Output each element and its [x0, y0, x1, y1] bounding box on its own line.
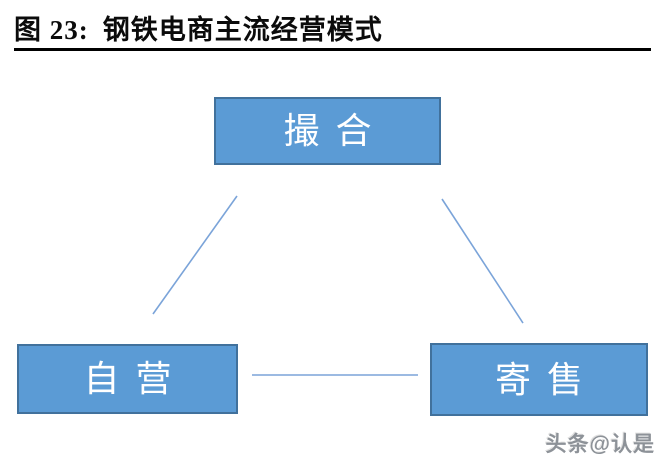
node-consignment-label: 寄售: [494, 359, 599, 400]
node-self-operated-label: 自营: [83, 359, 188, 399]
connector-matchmaking-to-self-operated: [152, 195, 238, 315]
figure-number-label: 图 23:: [14, 15, 89, 45]
node-consignment: 寄售: [430, 343, 648, 416]
figure-title: 钢铁电商主流经营模式: [102, 15, 383, 45]
node-matchmaking: 撮合: [214, 97, 441, 165]
watermark: 头条@认是: [545, 433, 655, 456]
connector-matchmaking-to-consignment: [441, 198, 524, 324]
node-self-operated: 自营: [17, 344, 238, 414]
figure-header: 图 23: 钢铁电商主流经营模式: [14, 8, 383, 47]
node-matchmaking-label: 撮合: [283, 111, 388, 151]
title-divider: [14, 48, 651, 51]
